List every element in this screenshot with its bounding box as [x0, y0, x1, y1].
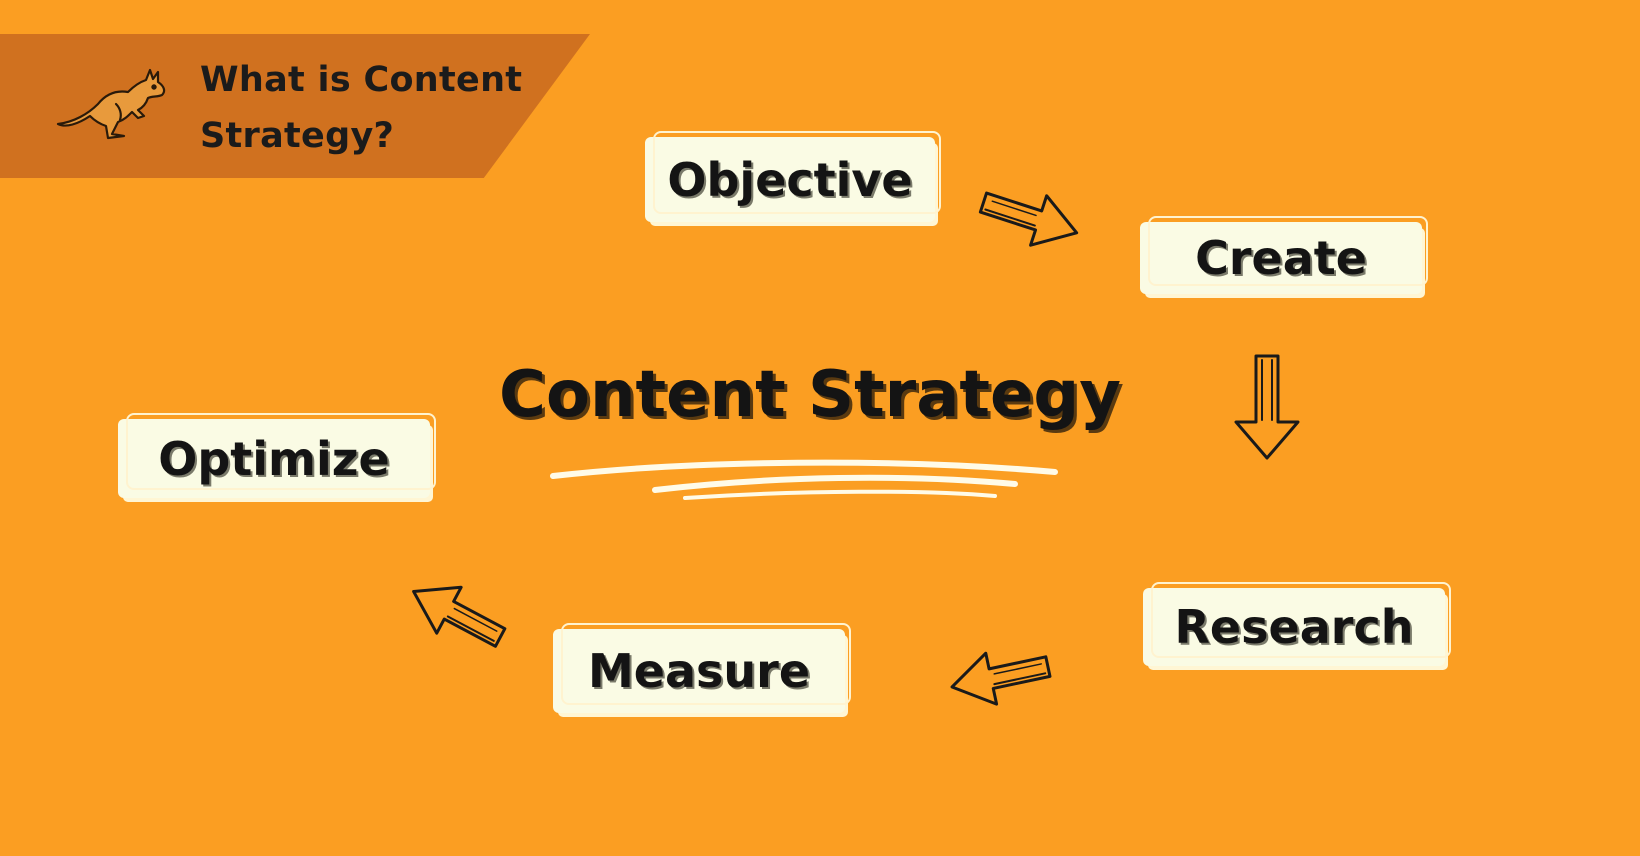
node-label: Create: [1195, 231, 1367, 285]
arrow-down-icon: [1234, 354, 1300, 460]
node-create: Create: [1140, 216, 1428, 294]
node-label: Objective: [667, 152, 913, 207]
node-label: Optimize: [158, 431, 390, 486]
arrow-left-icon: [950, 651, 1052, 706]
hand-drawn-underline: [550, 459, 1058, 500]
central-concept-title: Content Strategy: [499, 358, 1121, 432]
banner-title: What is Content Strategy?: [200, 60, 523, 156]
node-measure: Measure: [553, 623, 851, 713]
node-objective: Objective: [645, 131, 941, 222]
kangaroo-icon: [56, 68, 166, 140]
node-label: Research: [1174, 600, 1414, 654]
node-optimize: Optimize: [118, 413, 436, 498]
arrow-up-left-icon: [412, 585, 507, 648]
node-research: Research: [1143, 582, 1451, 666]
arrow-right-icon: [978, 191, 1079, 247]
node-label: Measure: [587, 644, 811, 698]
